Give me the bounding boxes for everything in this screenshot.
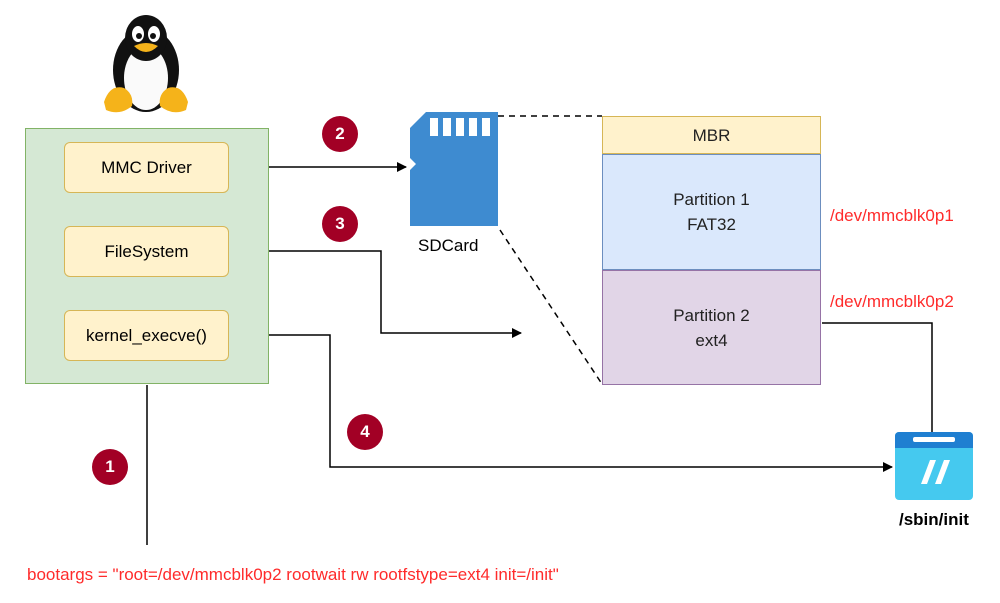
kernel-execve-box[interactable]: kernel_execve() [64,310,229,361]
init-app-icon [895,432,973,500]
partition1-device-label: /dev/mmcblk0p1 [830,206,954,225]
kernel-execve-label: kernel_execve() [86,325,207,345]
step-badge-2: 2 [322,116,358,152]
sdcard-icon [410,112,498,226]
mmc-driver-label: MMC Driver [101,157,192,177]
sdcard-label: SDCard [418,236,479,255]
dashed-zoom-bottom [499,229,603,385]
kernel-container: MMC Driver FileSystem kernel_execve() [25,128,269,384]
arrow-filesystem-to-partition2 [230,250,522,338]
filesystem-label: FileSystem [104,241,189,261]
partition1-name: Partition 1 [673,190,750,209]
filesystem-box[interactable]: FileSystem [64,226,229,277]
init-label: /sbin/init [899,510,969,529]
partition2-block: Partition 2 ext4 [602,270,821,385]
tux-penguin-icon [104,15,188,113]
line-partition2-to-init [822,322,933,432]
step-badge-1: 1 [92,449,128,485]
mmc-driver-box[interactable]: MMC Driver [64,142,229,193]
partition1-fs: FAT32 [687,215,736,234]
bootargs-text: bootargs = "root=/dev/mmcblk0p2 rootwait… [27,565,559,584]
step-badge-4: 4 [347,414,383,450]
partition2-name: Partition 2 [673,305,750,325]
partition1-block: Partition 1 FAT32 [602,154,821,270]
mbr-label: MBR [692,125,731,145]
step-badge-3: 3 [322,206,358,242]
partition2-fs: ext4 [695,330,728,350]
mbr-block: MBR [602,116,821,154]
arrow-execve-to-init [230,334,893,472]
partition2-device-label: /dev/mmcblk0p2 [830,292,954,311]
